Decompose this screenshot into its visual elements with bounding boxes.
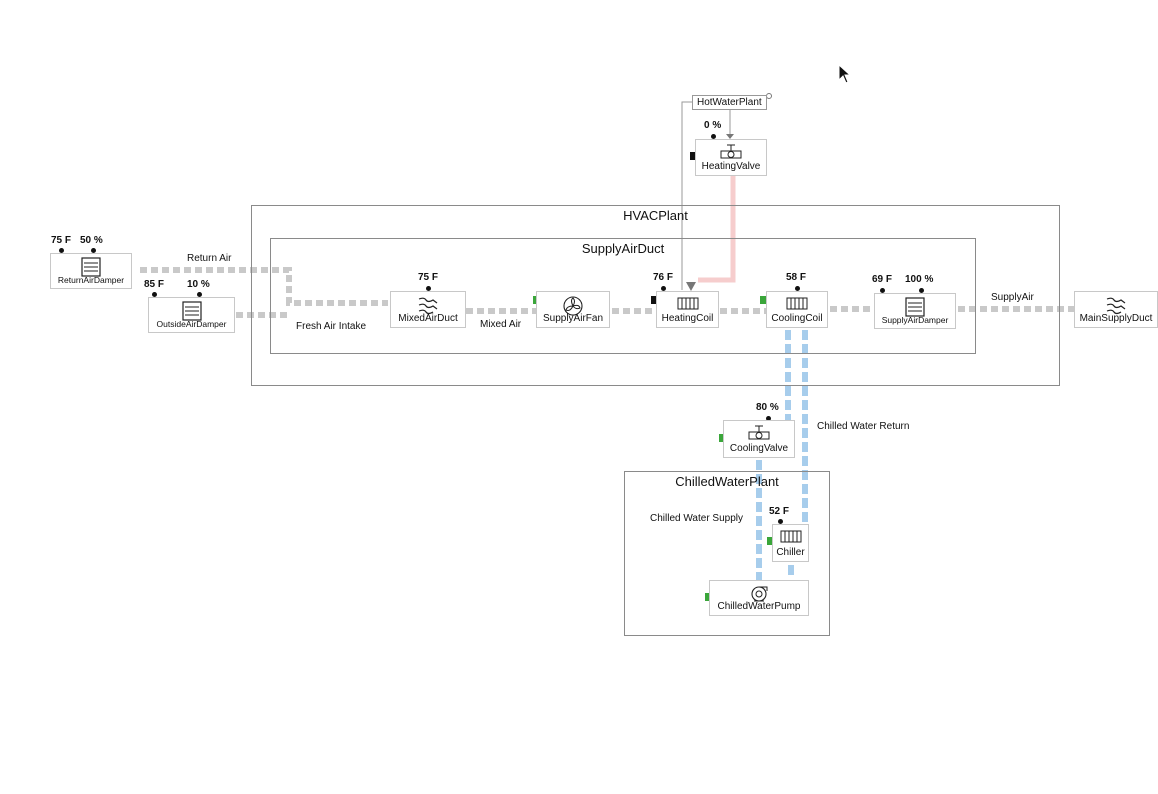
chiller-temp: 52 F	[769, 506, 790, 517]
coil-icon	[677, 297, 698, 310]
valve-arrow-icon	[726, 134, 734, 139]
heating-coil-temp: 76 F	[653, 272, 674, 283]
chilled-water-supply-label: Chilled Water Supply	[650, 513, 744, 524]
node-label: MixedAirDuct	[398, 313, 458, 324]
sensor-dot	[778, 519, 783, 524]
sensor-dot	[91, 248, 96, 253]
group-title: SupplyAirDuct	[581, 241, 665, 256]
valve-icon	[748, 425, 770, 440]
coil-icon	[780, 530, 801, 543]
node-label: HeatingValve	[701, 161, 761, 172]
damper-icon	[905, 297, 925, 317]
outside-air-temp: 85 F	[144, 279, 165, 290]
sensor-dot	[766, 416, 771, 421]
cooling-coil-temp: 58 F	[786, 272, 807, 283]
node-label: OutsideAirDamper	[156, 319, 227, 329]
sensor-dot	[795, 286, 800, 291]
damper-icon	[181, 301, 202, 321]
node-label: MainSupplyDuct	[1079, 313, 1153, 324]
air-flow-paths	[140, 267, 1075, 318]
fresh-air-intake-label: Fresh Air Intake	[296, 321, 367, 332]
heating-coil-control-link	[681, 101, 692, 290]
return-air-damper-position: 50 %	[80, 235, 103, 246]
sensor-dot	[661, 286, 666, 291]
heating-coil-arrow-icon	[686, 282, 696, 291]
return-air-label: Return Air	[187, 253, 232, 264]
node-label: SupplyAirFan	[542, 313, 604, 324]
group-title: ChilledWaterPlant	[675, 474, 779, 489]
supply-air-damper-node[interactable]: SupplyAirDamper	[874, 293, 956, 329]
chilled-water-plant-group[interactable]: ChilledWaterPlant	[624, 471, 830, 636]
node-label: CoolingValve	[729, 443, 789, 454]
control-links	[681, 101, 731, 290]
heating-valve-position: 0 %	[704, 120, 722, 131]
node-label: CoolingCoil	[771, 313, 823, 324]
airflow-icon	[1106, 297, 1126, 315]
sensor-dot	[59, 248, 64, 253]
supply-air-duct-group[interactable]: SupplyAirDuct	[270, 238, 976, 354]
hot-water-path	[698, 176, 736, 283]
heating-valve-status	[690, 152, 698, 160]
supply-air-temp: 69 F	[872, 274, 893, 285]
supply-air-label: SupplyAir	[991, 292, 1034, 303]
return-air-path	[140, 267, 388, 306]
hvac-plant-group[interactable]: HVACPlant	[251, 205, 1060, 386]
hot-water-plant-node[interactable]: HotWaterPlant	[692, 95, 767, 110]
node-label: SupplyAirDamper	[881, 315, 949, 325]
outside-air-damper-node[interactable]: OutsideAirDamper	[148, 297, 235, 333]
coil-icon	[786, 297, 808, 310]
heating-coil-node[interactable]: HeatingCoil	[656, 291, 719, 328]
sensor-dot	[880, 288, 885, 293]
node-label: ReturnAirDamper	[57, 275, 125, 285]
chilled-water-pump-node[interactable]: ChilledWaterPump	[709, 580, 809, 616]
pump-icon	[751, 586, 768, 602]
sensor-dot	[919, 288, 924, 293]
cooling-valve-position: 80 %	[756, 402, 779, 413]
sensor-dot	[426, 286, 431, 291]
cooling-coil-node[interactable]: CoolingCoil	[766, 291, 828, 328]
fan-icon	[563, 296, 583, 316]
chilled-water-supply-path	[756, 330, 791, 580]
plant-port-icon	[766, 93, 772, 99]
supply-air-fan-node[interactable]: SupplyAirFan	[536, 291, 610, 328]
valve-icon	[720, 144, 742, 159]
sensor-dot	[152, 292, 157, 297]
outside-air-damper-position: 10 %	[187, 279, 210, 290]
mixed-air-label: Mixed Air	[480, 319, 522, 330]
airflow-icon	[418, 297, 438, 315]
chilled-water-return-path	[788, 330, 808, 578]
supply-air-damper-position: 100 %	[905, 274, 934, 285]
cooling-coil-status	[760, 296, 768, 304]
group-title: HVACPlant	[623, 208, 688, 223]
return-air-damper-node[interactable]: ReturnAirDamper	[50, 253, 132, 289]
node-label: ChilledWaterPump	[717, 601, 801, 612]
cooling-valve-node[interactable]: CoolingValve	[723, 420, 795, 458]
chilled-water-return-label: Chilled Water Return	[817, 421, 910, 432]
sensor-dot	[711, 134, 716, 139]
heating-coil-status	[651, 296, 659, 304]
mixed-air-temp: 75 F	[418, 272, 439, 283]
hot-water-paths	[698, 176, 736, 283]
chiller-status	[767, 537, 775, 545]
return-air-temp: 75 F	[51, 235, 72, 246]
main-supply-duct-node[interactable]: MainSupplyDuct	[1074, 291, 1158, 328]
heating-valve-node[interactable]: HeatingValve	[695, 139, 767, 176]
mouse-cursor-icon	[838, 64, 852, 84]
sensor-dot	[197, 292, 202, 297]
damper-icon	[81, 257, 101, 277]
mixed-air-duct-node[interactable]: MixedAirDuct	[390, 291, 466, 328]
chiller-node[interactable]: Chiller	[772, 524, 809, 562]
node-label: Chiller	[776, 547, 805, 558]
chilled-water-paths	[756, 330, 808, 580]
node-label: HeatingCoil	[661, 313, 714, 324]
